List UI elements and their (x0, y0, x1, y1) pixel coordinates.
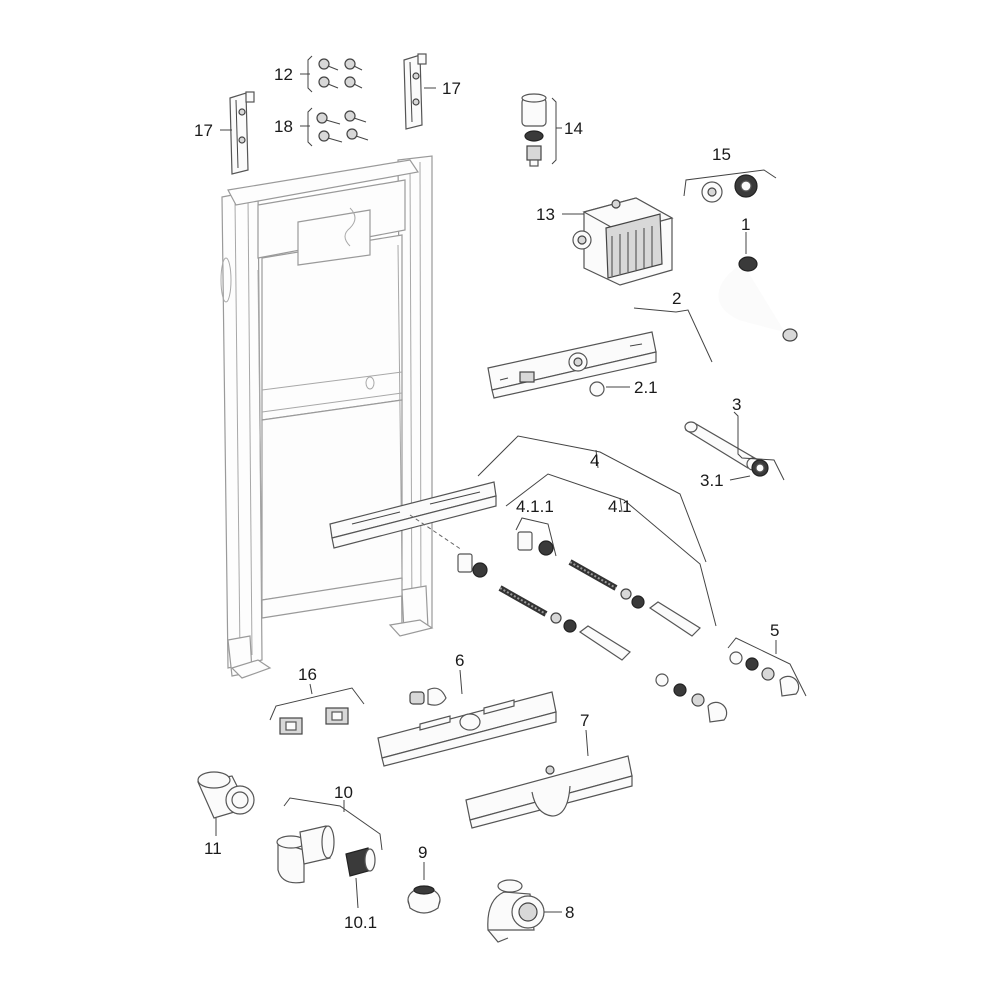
callout-labels: 12 18 17 17 14 13 15 1 2 2.1 3 3.1 4 4.1… (194, 65, 779, 932)
callout-8: 8 (565, 903, 574, 922)
pipe-3 (684, 421, 760, 471)
nut-10-1 (345, 847, 376, 877)
nut-set-5 (655, 651, 800, 723)
ring-2-1 (589, 381, 605, 397)
callout-7: 7 (580, 711, 589, 730)
callout-1: 1 (741, 215, 750, 234)
callout-15: 15 (712, 145, 731, 164)
callout-13: 13 (536, 205, 555, 224)
callout-10: 10 (334, 783, 353, 802)
callout-16: 16 (298, 665, 317, 684)
mounting-rail-7 (465, 755, 633, 829)
mounting-rail-6 (377, 687, 557, 767)
callout-12: 12 (274, 65, 293, 84)
siphon-8 (487, 879, 545, 943)
pipe-11 (197, 771, 255, 819)
cap-9 (407, 885, 441, 914)
nut-3-1 (751, 459, 769, 477)
callout-3: 3 (732, 395, 741, 414)
callout-4-1: 4.1 (608, 497, 632, 516)
callout-17-right: 17 (442, 79, 461, 98)
callout-11: 11 (204, 839, 222, 858)
callout-10-1: 10.1 (344, 913, 377, 932)
callout-14: 14 (564, 119, 583, 138)
callout-2-1: 2.1 (634, 378, 658, 397)
screw-set-18 (316, 110, 369, 143)
callout-4: 4 (590, 451, 599, 470)
callout-18: 18 (274, 117, 293, 136)
bracket-17-right (403, 53, 427, 130)
callout-4-1-1: 4.1.1 (516, 497, 554, 516)
callout-3-1: 3.1 (700, 471, 724, 490)
installation-frame (220, 155, 434, 679)
bracket-17-left (229, 91, 255, 175)
screw-set-12 (318, 58, 363, 89)
elbow-10 (276, 825, 335, 884)
callout-6: 6 (455, 651, 464, 670)
valve-box-13 (572, 197, 674, 286)
threaded-rods-4-1 (498, 559, 701, 661)
callout-2: 2 (672, 289, 681, 308)
callout-17-left: 17 (194, 121, 213, 140)
clip-4-1-1 (457, 531, 554, 578)
fitting-14 (521, 93, 547, 167)
callout-5: 5 (770, 621, 779, 640)
mounting-rail-4 (329, 481, 497, 551)
hose-1 (715, 256, 798, 342)
leader-lines (215, 55, 807, 913)
callout-9: 9 (418, 843, 427, 862)
part-15 (701, 174, 758, 203)
mounting-rail-2 (487, 331, 657, 399)
clips-16 (279, 707, 349, 735)
